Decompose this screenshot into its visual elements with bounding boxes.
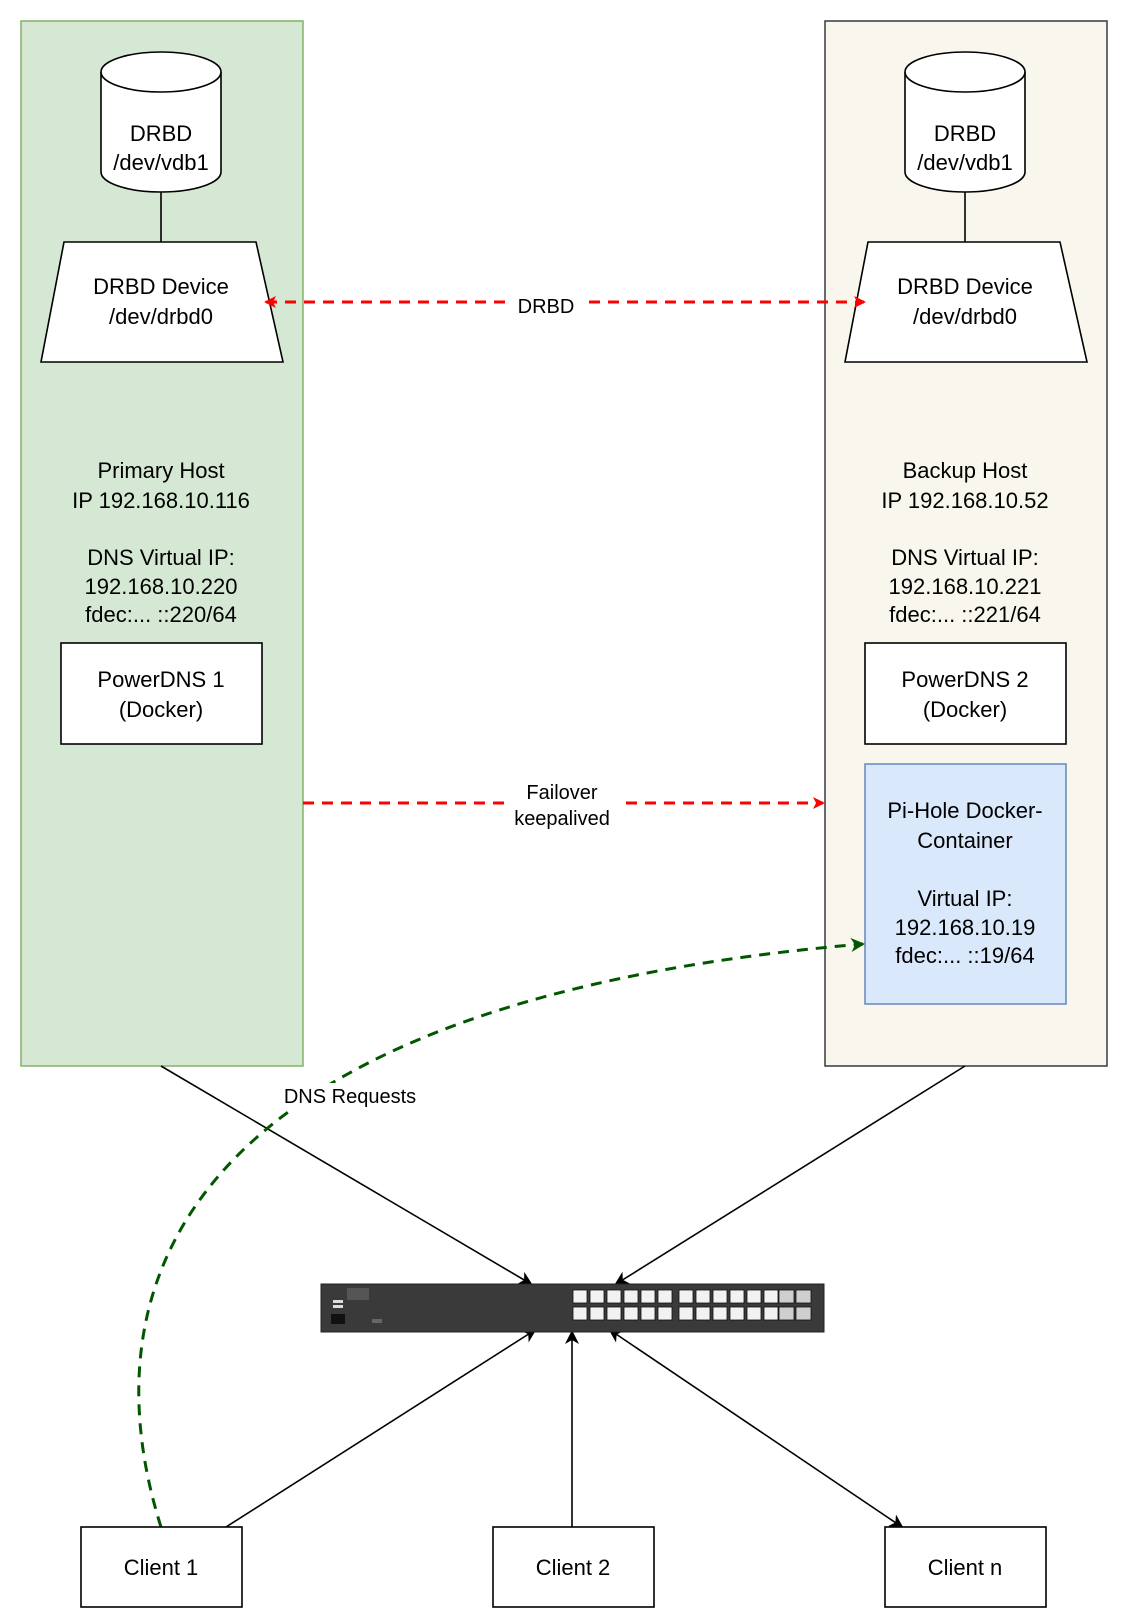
backup-device-label-line1: DRBD Device — [897, 274, 1033, 299]
switch-port — [606, 1289, 622, 1304]
client-n-label: Client n — [928, 1555, 1003, 1580]
backup-device-label-line2: /dev/drbd0 — [913, 304, 1017, 329]
client-2-label: Client 2 — [536, 1555, 611, 1580]
switch-port — [729, 1306, 745, 1321]
switch-port — [763, 1306, 779, 1321]
pihole-vip-v6: fdec:... ::19/64 — [895, 943, 1034, 968]
failover-label-line2: keepalived — [514, 808, 610, 830]
client-1-label: Client 1 — [124, 1555, 199, 1580]
switch-port — [695, 1289, 711, 1304]
switch-port — [572, 1289, 588, 1304]
switch-port — [657, 1306, 673, 1321]
switch-port — [746, 1306, 762, 1321]
primary-drbd-device — [40, 241, 284, 363]
pihole-label-line2: Container — [917, 828, 1012, 853]
powerdns-1-label-line1: PowerDNS 1 — [97, 667, 224, 692]
drbd-link-label: DRBD — [518, 296, 575, 318]
powerdns-1-box — [60, 642, 263, 745]
pihole-vip-v4: 192.168.10.19 — [895, 915, 1036, 940]
primary-vip-label: DNS Virtual IP: — [87, 545, 235, 570]
switch-port — [623, 1306, 639, 1321]
failover-link-label-bg — [505, 778, 621, 830]
backup-host-ip: IP 192.168.10.52 — [881, 488, 1048, 513]
dns-requests-link — [137, 938, 865, 1528]
primary-host-name: Primary Host — [97, 458, 224, 483]
switch-port — [678, 1289, 694, 1304]
switch-port — [695, 1306, 711, 1321]
client-1-to-switch-link — [225, 1328, 537, 1528]
switch-port — [712, 1289, 728, 1304]
backup-host-name: Backup Host — [903, 458, 1028, 483]
drbd-link-label-bg — [510, 290, 582, 316]
backup-vip-v4: 192.168.10.221 — [889, 574, 1042, 599]
backup-drbd-device — [844, 241, 1088, 363]
powerdns-2-box — [864, 642, 1067, 745]
primary-vip-v6: fdec:... ::220/64 — [85, 602, 237, 627]
primary-device-label-line2: /dev/drbd0 — [109, 304, 213, 329]
pihole-vip-label: Virtual IP: — [918, 886, 1013, 911]
backup-vip-v6: fdec:... ::221/64 — [889, 602, 1041, 627]
primary-device-label-line1: DRBD Device — [93, 274, 229, 299]
dns-requests-label: DNS Requests — [284, 1086, 416, 1108]
primary-drbd-disk-icon — [100, 51, 222, 193]
backup-disk-label-line2: /dev/vdb1 — [917, 150, 1012, 175]
backup-vip-label: DNS Virtual IP: — [891, 545, 1039, 570]
failover-label-line1: Failover — [526, 782, 597, 804]
pihole-label-line1: Pi-Hole Docker- — [887, 798, 1042, 823]
switch-port — [729, 1289, 745, 1304]
switch-sfp-port — [795, 1289, 812, 1304]
primary-host-container — [20, 20, 304, 1067]
switch-port — [746, 1289, 762, 1304]
switch-port — [640, 1306, 656, 1321]
pihole-container-box — [864, 763, 1067, 1005]
switch-sfp-port — [778, 1289, 795, 1304]
client-2-box — [492, 1526, 655, 1608]
network-switch-icon — [320, 1283, 825, 1333]
client-n-box — [884, 1526, 1047, 1608]
switch-port — [572, 1306, 588, 1321]
switch-port — [678, 1306, 694, 1321]
client-n-to-switch-link — [608, 1328, 904, 1529]
switch-sfp-port — [795, 1306, 812, 1321]
switch-port — [763, 1289, 779, 1304]
primary-vip-v4: 192.168.10.220 — [85, 574, 238, 599]
primary-disk-label-line1: DRBD — [130, 121, 192, 146]
powerdns-2-label-line2: (Docker) — [923, 697, 1007, 722]
powerdns-1-label-line2: (Docker) — [119, 697, 203, 722]
switch-port — [712, 1306, 728, 1321]
primary-host-ip: IP 192.168.10.116 — [72, 488, 250, 513]
backup-disk-label-line1: DRBD — [934, 121, 996, 146]
powerdns-2-label-line1: PowerDNS 2 — [901, 667, 1028, 692]
primary-to-switch-link — [160, 1065, 533, 1286]
switch-port — [657, 1289, 673, 1304]
primary-disk-label-line2: /dev/vdb1 — [113, 150, 208, 175]
backup-to-switch-link — [614, 1065, 966, 1286]
client-1-box — [80, 1526, 243, 1608]
switch-port — [623, 1289, 639, 1304]
switch-sfp-port — [778, 1306, 795, 1321]
switch-port — [589, 1289, 605, 1304]
dns-requests-label-bg — [274, 1083, 426, 1109]
switch-port — [589, 1306, 605, 1321]
switch-port — [640, 1289, 656, 1304]
switch-port — [606, 1306, 622, 1321]
